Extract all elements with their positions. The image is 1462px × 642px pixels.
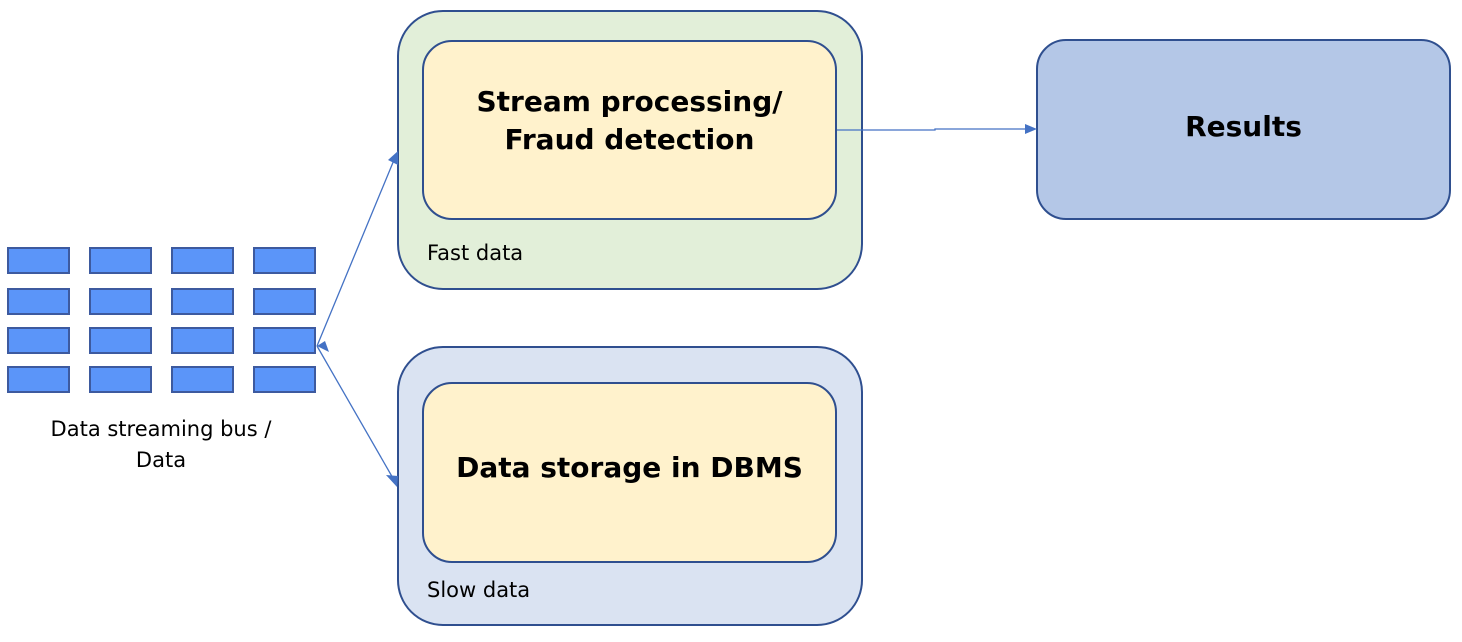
arrowhead-fast [388,151,398,165]
arrowhead-results [1025,124,1037,134]
bus-segment [171,288,234,315]
fast-data-label: Fast data [427,241,524,265]
bus-label-line2: Data [135,448,187,472]
bus-segment [171,366,234,393]
slow-data-label: Slow data [427,578,531,602]
bus-segment [253,327,316,354]
data-storage-box: Data storage in DBMS [422,382,837,563]
bus-segment [7,327,70,354]
bus-segment [171,247,234,274]
stream-processing-title-line2: Fraud detection [504,123,755,156]
bus-label-line1: Data streaming bus / [50,417,272,441]
bus-label: Data streaming bus / Data [20,414,302,476]
arrow-fast-to-results [837,128,1030,131]
bus-segment [253,366,316,393]
bus-segment [89,327,152,354]
bus-segment [171,327,234,354]
stream-processing-title-line1: Stream processing/ [476,85,783,118]
stream-processing-box: Stream processing/ Fraud detection [422,40,837,220]
bus-segment [89,247,152,274]
bus-segment [253,288,316,315]
arrow-bus-to-fast [316,159,395,347]
bus-segment [7,366,70,393]
bus-segment [7,288,70,315]
data-storage-title: Data storage in DBMS [456,450,803,484]
bus-segment [89,288,152,315]
results-box: Results [1036,39,1451,220]
arrowhead-bus-tail [317,341,329,352]
results-title: Results [1185,110,1302,143]
arrowhead-slow [386,475,398,487]
arrow-bus-to-slow [316,345,395,481]
bus-segment [253,247,316,274]
bus-segment [7,247,70,274]
bus-segment [89,366,152,393]
